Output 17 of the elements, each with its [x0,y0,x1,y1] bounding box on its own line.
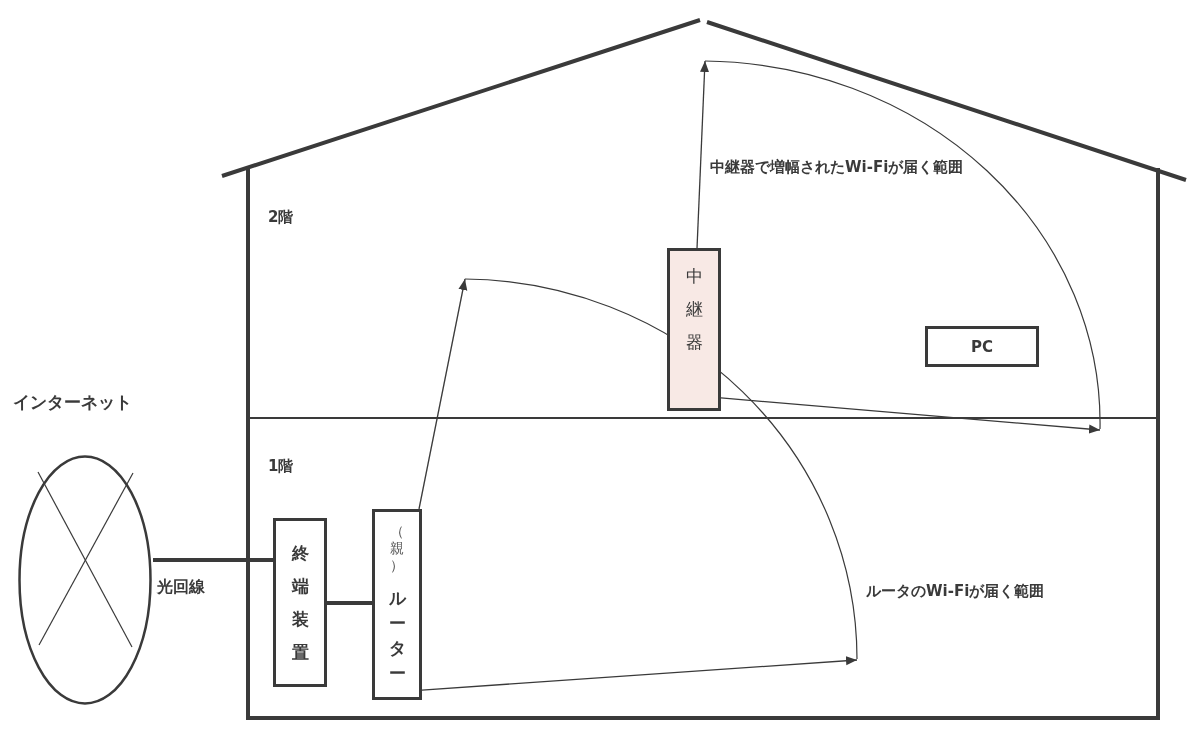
pc-box: PC [925,326,1039,367]
arrow [418,278,468,510]
arrow [720,397,1101,434]
range-label: ルータのWi-Fiが届く範囲 [866,582,1045,600]
floor-area [246,417,1160,720]
floor-label: 1階 [268,457,294,475]
edge-label: 光回線 [157,577,205,597]
repeater-box: 中継器 [667,248,721,411]
connector-line [153,558,273,562]
terminal-box: 終端装置 [273,518,327,687]
floor-label: 2階 [268,208,294,226]
router-box: （親）ルーター [372,509,422,700]
ellipse-heading: インターネット [13,392,132,413]
arrow [696,60,710,249]
range-label: 中継器で増幅されたWi-Fiが届く範囲 [710,158,964,176]
arrow [421,656,858,691]
connector-line [327,600,372,605]
